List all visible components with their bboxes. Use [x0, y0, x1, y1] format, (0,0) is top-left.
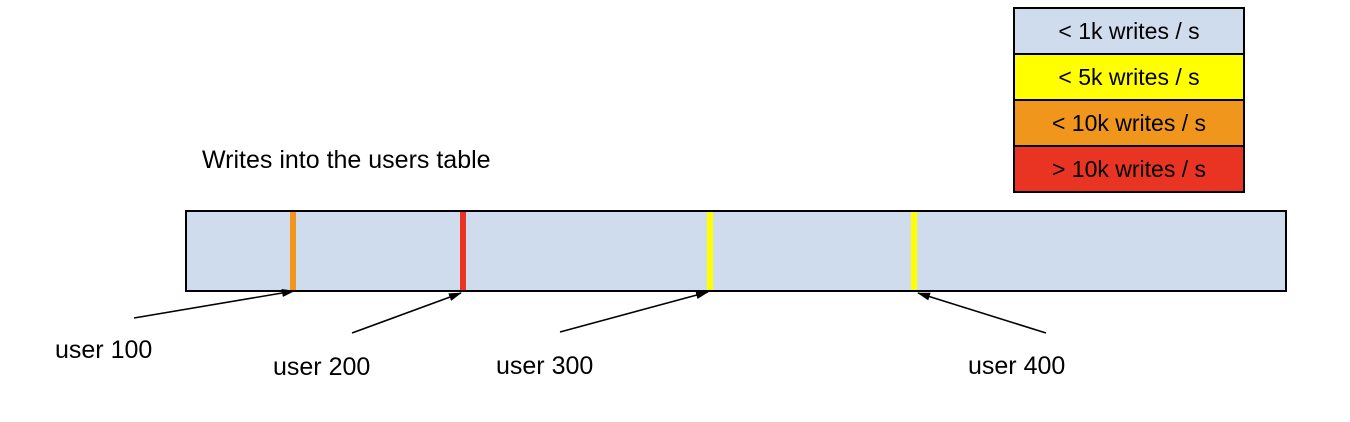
- label-user-200: user 200: [273, 353, 371, 381]
- write-rate-marker-user-300: [707, 212, 713, 290]
- legend-item-label: > 10k writes / s: [1051, 155, 1207, 182]
- legend: < 1k writes / s < 5k writes / s < 10k wr…: [1013, 7, 1245, 193]
- arrow-user-100: [133, 289, 295, 319]
- legend-item-label: < 5k writes / s: [1058, 63, 1200, 90]
- arrow-user-200: [351, 292, 462, 334]
- arrow-user-400: [917, 292, 1047, 334]
- arrow-user-300: [559, 291, 709, 333]
- diagram-title: Writes into the users table: [202, 146, 491, 174]
- label-user-400: user 400: [968, 352, 1066, 380]
- write-rate-marker-user-400: [911, 212, 917, 290]
- write-rate-marker-user-100: [290, 212, 296, 290]
- legend-item-lt-5k: < 5k writes / s: [1013, 53, 1245, 101]
- users-table-bar: [185, 210, 1287, 292]
- legend-item-label: < 1k writes / s: [1058, 17, 1200, 44]
- label-user-300: user 300: [496, 352, 594, 380]
- write-rate-marker-user-200: [460, 212, 466, 290]
- legend-item-lt-10k: < 10k writes / s: [1013, 99, 1245, 147]
- legend-item-lt-1k: < 1k writes / s: [1013, 7, 1245, 55]
- label-user-100: user 100: [55, 336, 153, 364]
- legend-item-gt-10k: > 10k writes / s: [1013, 145, 1245, 193]
- legend-item-label: < 10k writes / s: [1051, 109, 1207, 136]
